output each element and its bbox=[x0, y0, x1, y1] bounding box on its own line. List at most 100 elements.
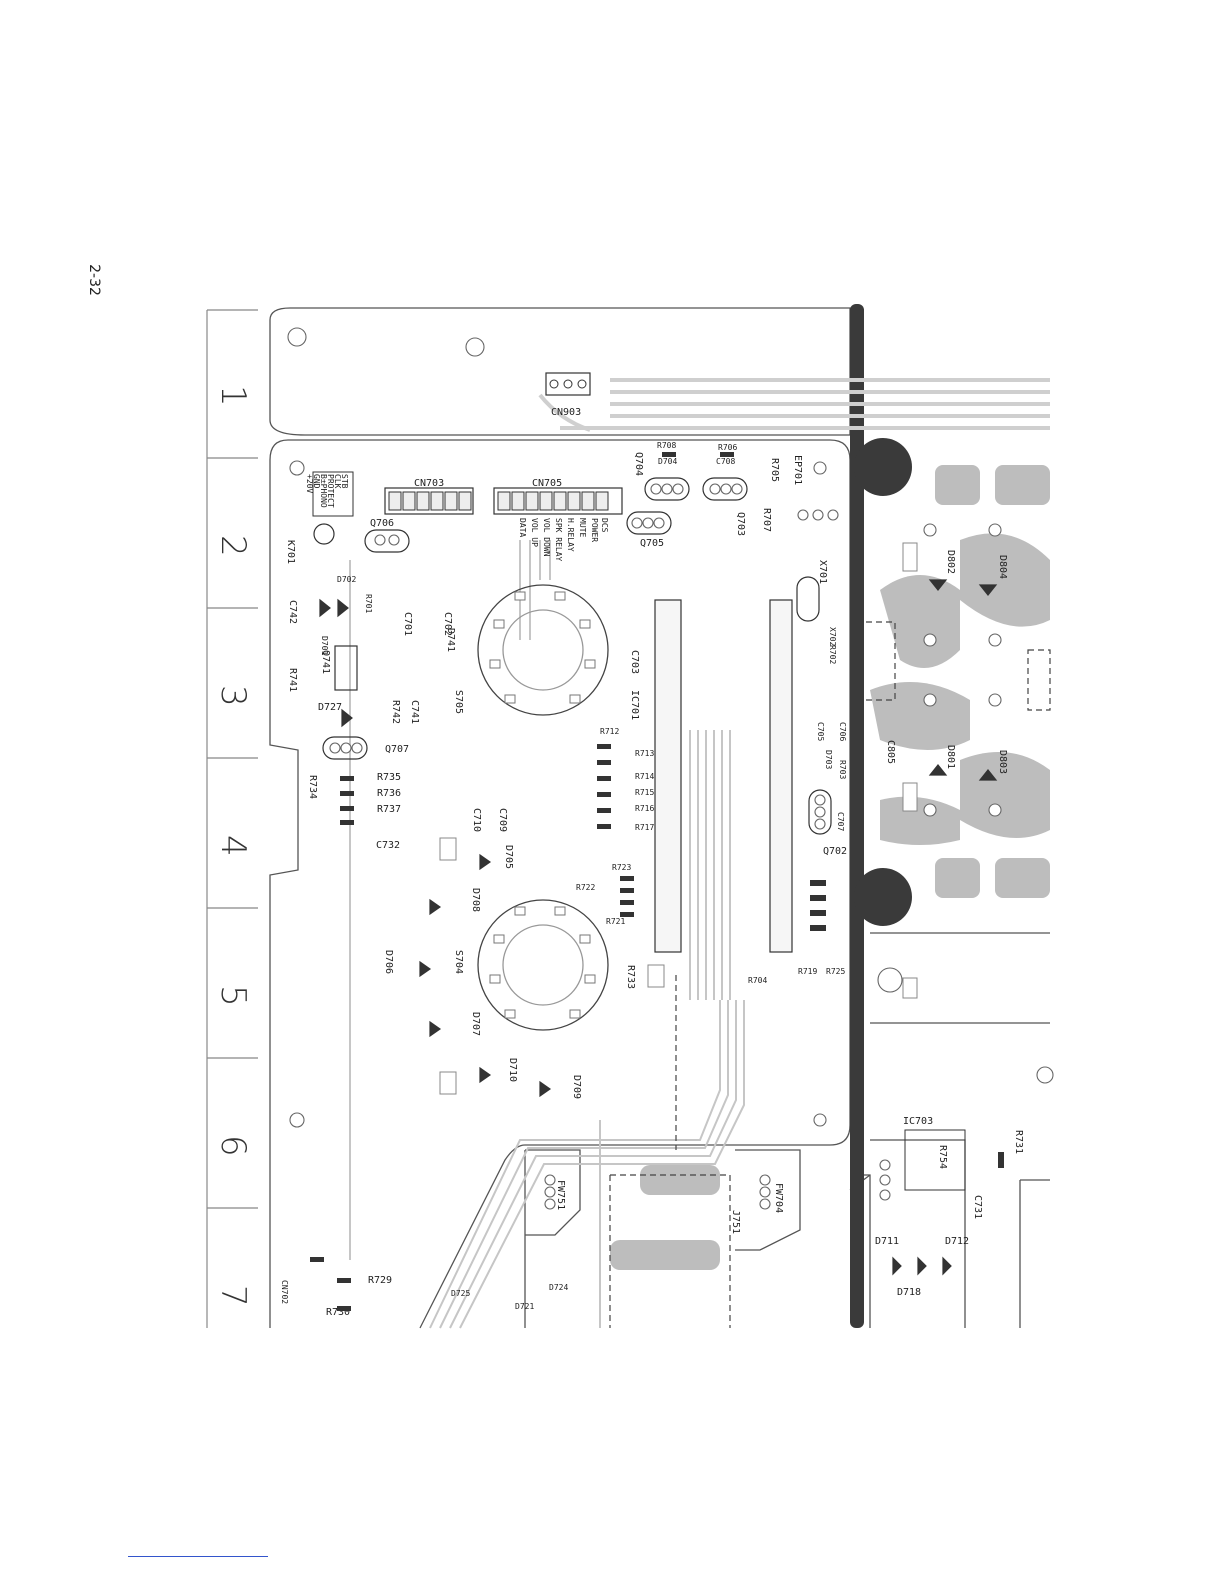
grid-row-4: 4 bbox=[213, 835, 253, 857]
r713-label: R713 bbox=[635, 749, 654, 758]
r705-label: R705 bbox=[769, 458, 780, 482]
cn703-pin-2: CLK bbox=[333, 474, 342, 489]
cn703-pin-3: PROTECT bbox=[326, 474, 335, 508]
r754-label: R754 bbox=[937, 1145, 948, 1169]
ic701-label: IC701 bbox=[629, 690, 640, 720]
r742-label: R742 bbox=[390, 700, 401, 724]
connector-cn703: CN703 bbox=[384, 478, 474, 515]
cn705-pin-labels: DCS POWER MUTE H.RELAY SPK RELAY VOL DOW… bbox=[518, 518, 609, 562]
ic703-label: IC703 bbox=[903, 1116, 933, 1127]
d705-label: D705 bbox=[503, 845, 514, 869]
test-squares bbox=[439, 542, 918, 1095]
r731-label: R731 bbox=[1013, 1130, 1024, 1154]
q703-label: Q703 bbox=[735, 512, 746, 536]
cn705-pin-1: DCS bbox=[600, 518, 609, 533]
d702-label: D702 bbox=[337, 575, 356, 584]
d721-label: D721 bbox=[515, 1302, 534, 1311]
d802-label: D802 bbox=[945, 550, 956, 574]
r708-label: R708 bbox=[657, 441, 676, 450]
r719-label: R719 bbox=[798, 967, 817, 976]
q706-label: Q706 bbox=[370, 518, 394, 529]
ic701: IC701 bbox=[629, 599, 793, 953]
d706-label: D706 bbox=[383, 950, 394, 974]
c731-label: C731 bbox=[972, 1195, 983, 1219]
r706-label: R706 bbox=[718, 443, 737, 452]
s705-label: S705 bbox=[453, 690, 464, 714]
cable-traces bbox=[538, 378, 1050, 432]
d708-label: D708 bbox=[470, 888, 481, 912]
r712-label: R712 bbox=[600, 727, 619, 736]
dashed-outlines bbox=[609, 621, 1051, 1328]
c742-label: C742 bbox=[287, 600, 298, 624]
q702-label: Q702 bbox=[823, 846, 847, 857]
switch-pads bbox=[489, 591, 596, 1019]
c705-label: C705 bbox=[816, 722, 825, 741]
r730-label: R730 bbox=[326, 1307, 350, 1318]
grid-row-3: 3 bbox=[213, 685, 253, 707]
d709-label: D709 bbox=[571, 1075, 582, 1099]
r714-label: R714 bbox=[635, 772, 654, 781]
grid-row-1: 1 bbox=[213, 385, 253, 407]
c706-label: C706 bbox=[838, 722, 847, 741]
cn703-pin-4: B±PHONO bbox=[319, 474, 328, 508]
d724-label: D724 bbox=[549, 1283, 568, 1292]
ic703: IC703 bbox=[903, 1116, 966, 1191]
cn705-pin-2: POWER bbox=[590, 518, 599, 542]
c703-label: C703 bbox=[629, 650, 640, 674]
connector-cn705: CN705 bbox=[493, 478, 623, 515]
r741-label: R741 bbox=[287, 668, 298, 692]
d704-label: D704 bbox=[658, 457, 677, 466]
q707-label: Q707 bbox=[385, 744, 409, 755]
c701-label: C701 bbox=[402, 612, 413, 636]
cn703-label: CN703 bbox=[414, 478, 444, 489]
c710-label: C710 bbox=[471, 808, 482, 832]
cn705-pin-8: DATA bbox=[518, 518, 527, 537]
x702-label: X702 bbox=[828, 627, 837, 646]
cn703-pin-6: +20V bbox=[305, 474, 314, 493]
s704-label: S704 bbox=[453, 950, 464, 974]
r707-label: R707 bbox=[761, 508, 772, 532]
r733-label: R733 bbox=[625, 965, 636, 989]
c709-label: C709 bbox=[497, 808, 508, 832]
transistor-labels: Q704 Q705 Q703 Q706 Q707 Q702 Q741 bbox=[320, 452, 847, 857]
ep701-label: EP701 bbox=[792, 455, 803, 485]
transistor-outlines bbox=[313, 477, 832, 835]
switch-s705: S705 bbox=[453, 584, 609, 716]
d718-label: D718 bbox=[897, 1287, 921, 1298]
d712-label: D712 bbox=[945, 1236, 969, 1247]
c732-label: C732 bbox=[376, 840, 400, 851]
copper-pours bbox=[610, 465, 1050, 1270]
c707-label: C707 bbox=[836, 812, 845, 831]
d741-label: D741 bbox=[445, 628, 456, 652]
grid-frame bbox=[206, 309, 258, 1328]
d801-label: D801 bbox=[945, 745, 956, 769]
cn705-pin-4: H.RELAY bbox=[566, 518, 575, 552]
cn705-pin-7: VOL UP bbox=[530, 518, 539, 547]
grid-row-7: 7 bbox=[213, 1285, 253, 1307]
cn705-pin-3: MUTE bbox=[578, 518, 587, 537]
r716-label: R716 bbox=[635, 804, 654, 813]
r725-label: R725 bbox=[826, 967, 845, 976]
q704-label: Q704 bbox=[633, 452, 644, 476]
c708-label: C708 bbox=[716, 457, 735, 466]
r721-label: R721 bbox=[606, 917, 625, 926]
grid-row-2: 2 bbox=[213, 535, 253, 557]
r734-label: R734 bbox=[307, 775, 318, 799]
d710-label: D710 bbox=[507, 1058, 518, 1082]
d703-label: D703 bbox=[824, 750, 833, 769]
switch-s704: S704 bbox=[453, 899, 609, 1031]
r717-label: R717 bbox=[635, 823, 654, 832]
cn703-pin-labels: STB CLK PROTECT B±PHONO GND +20V bbox=[305, 471, 354, 517]
k701-label: K701 bbox=[285, 540, 296, 564]
r736-label: R736 bbox=[377, 788, 401, 799]
connector-cn903: CN903 bbox=[545, 372, 591, 418]
d711-label: D711 bbox=[875, 1236, 899, 1247]
cn705-pin-6: VOL DOWN bbox=[542, 518, 551, 557]
cn703-pin-1: STB bbox=[340, 474, 349, 489]
d803-label: D803 bbox=[997, 750, 1008, 774]
resistor-labels: R708 R706 R705 R707 R701 R741 R742 R735 … bbox=[287, 441, 1024, 1318]
pcb-traces bbox=[349, 540, 745, 1329]
r703-label: R703 bbox=[838, 760, 847, 779]
c741-label: C741 bbox=[409, 700, 420, 724]
d707-label: D707 bbox=[470, 1012, 481, 1036]
